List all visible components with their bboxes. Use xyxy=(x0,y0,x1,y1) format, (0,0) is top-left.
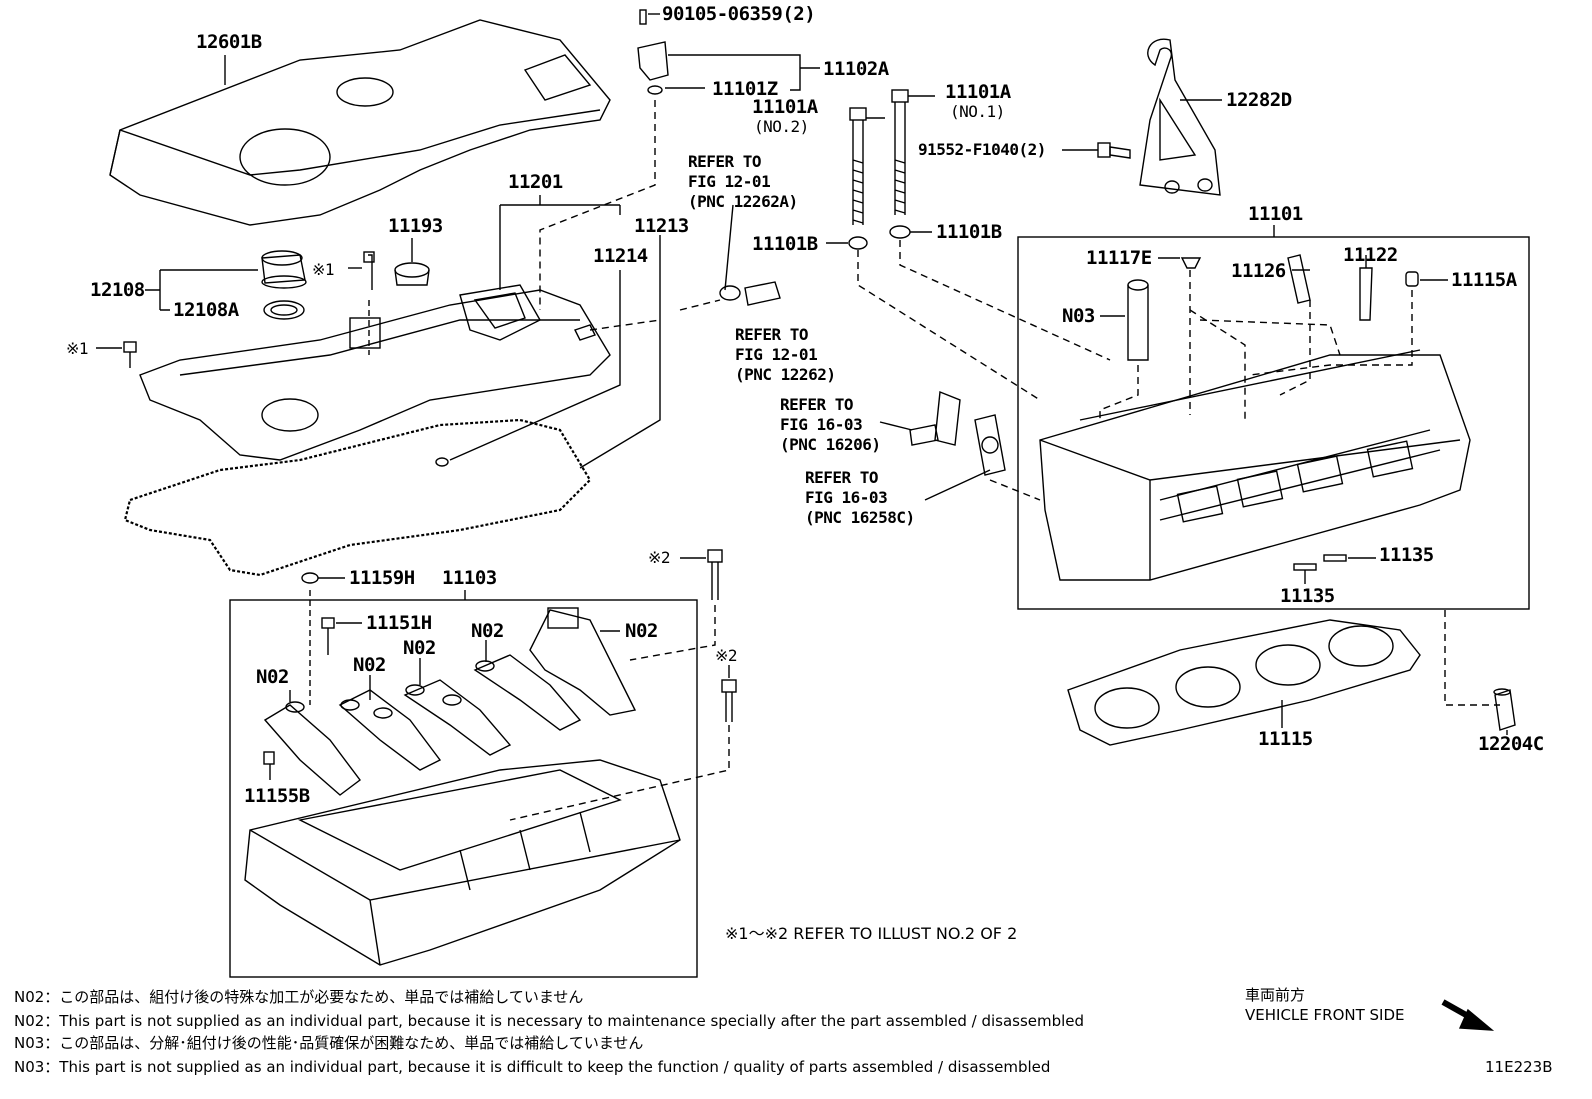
label-11101a-no1: 11101A xyxy=(945,81,1011,103)
plug-11193 xyxy=(394,262,430,286)
label-91552-f1040: 91552-F1040(2) xyxy=(918,140,1046,159)
bolt-mark2-a xyxy=(707,549,723,600)
label-11135-bottom: 11135 xyxy=(1280,585,1335,607)
label-n02-b: N02 xyxy=(353,654,386,676)
bolt-11101a-no1 xyxy=(889,89,911,239)
ref-16206-line3: (PNC 16206) xyxy=(780,435,881,454)
plug-12204c xyxy=(1493,688,1516,731)
cylinder-head-cover-11201 xyxy=(139,284,611,461)
label-11103: 11103 xyxy=(442,567,497,589)
label-11102a: 11102A xyxy=(823,58,889,80)
ref-12262-line2: FIG 12-01 xyxy=(735,345,818,364)
plug-11155b xyxy=(263,751,275,765)
footnote-n03-jp: N03：この部品は、分解･組付け後の性能･品質確保が困難なため、単品では補給して… xyxy=(14,1034,644,1052)
cylinder-head-gasket-11115 xyxy=(1067,619,1421,746)
figure-id: 11E223B xyxy=(1485,1058,1553,1076)
front-arrow-icon xyxy=(1441,999,1495,1031)
label-90105-06359: 90105-06359(2) xyxy=(662,3,816,25)
label-11101: 11101 xyxy=(1248,203,1303,225)
hose-ref xyxy=(719,204,781,306)
engine-hanger-12282d xyxy=(1139,38,1221,196)
bearing-cap-row xyxy=(263,607,637,796)
camshaft-housing-11103 xyxy=(244,759,681,966)
label-11115: 11115 xyxy=(1258,728,1313,750)
label-12204c: 12204C xyxy=(1478,733,1544,755)
pin-11135-a xyxy=(1293,563,1317,571)
pin-n03 xyxy=(1127,279,1149,361)
label-n02-a: N02 xyxy=(256,666,289,688)
label-11101a-no2: 11101A xyxy=(752,96,818,118)
label-11117e: 11117E xyxy=(1086,247,1152,269)
mark-1-left: ※1 xyxy=(66,339,89,358)
ref-12262a-line1: REFER TO xyxy=(688,152,762,171)
ref-16206-line1: REFER TO xyxy=(780,395,854,414)
pin-11115a xyxy=(1405,271,1419,287)
footnote-n02-en: N02：This part is not supplied as an indi… xyxy=(14,1012,1085,1030)
label-11101z: 11101Z xyxy=(712,78,778,100)
label-11151h: 11151H xyxy=(366,612,432,634)
guide-11122 xyxy=(1359,267,1373,321)
gasket-ref-16258c xyxy=(974,414,1006,476)
label-11155b: 11155B xyxy=(244,785,310,807)
ref-12262a: REFER TO FIG 12-01 (PNC 12262A) xyxy=(688,152,798,212)
front-side-jp: 車両前方 xyxy=(1245,986,1306,1004)
cylinder-head-11101 xyxy=(1039,349,1471,581)
pin-11135-b xyxy=(1323,554,1347,562)
label-11115a: 11115A xyxy=(1451,269,1517,291)
label-11135-right: 11135 xyxy=(1379,544,1434,566)
label-11101b-right: 11101B xyxy=(936,221,1002,243)
label-11159h: 11159H xyxy=(349,567,415,589)
o-ring-11159h xyxy=(301,572,319,584)
label-11122: 11122 xyxy=(1343,244,1398,266)
footnote-n02-jp: N02：この部品は、組付け後の特殊な加工が必要なため、単品では補給していません xyxy=(14,988,584,1006)
sensor-11102a xyxy=(637,9,669,95)
sensor-ref-16206 xyxy=(909,391,961,446)
ref-16258c-line1: REFER TO xyxy=(805,468,879,487)
label-11214: 11214 xyxy=(593,245,648,267)
plug-11117e xyxy=(1180,257,1202,269)
label-11101a-no1-sub: (NO.1) xyxy=(950,102,1005,121)
ref-16206: REFER TO FIG 16-03 (PNC 16206) xyxy=(780,395,881,455)
label-12108a: 12108A xyxy=(173,299,239,321)
label-11101a-no2-sub: (NO.2) xyxy=(754,117,809,136)
ref-16258c-line2: FIG 16-03 xyxy=(805,488,888,507)
mark-2-top: ※2 xyxy=(648,548,671,567)
label-11201: 11201 xyxy=(508,171,563,193)
label-12108: 12108 xyxy=(90,279,145,301)
bolt-mark2-b xyxy=(721,679,737,722)
label-n02-e: N02 xyxy=(625,620,658,642)
ref-16258c: REFER TO FIG 16-03 (PNC 16258C) xyxy=(805,468,915,528)
oil-filler-cap-12108 xyxy=(261,250,307,320)
ref-12262a-line2: FIG 12-01 xyxy=(688,172,771,191)
label-11193: 11193 xyxy=(388,215,443,237)
label-n02-d: N02 xyxy=(471,620,504,642)
label-n03: N03 xyxy=(1062,305,1095,327)
ref-16258c-line3: (PNC 16258C) xyxy=(805,508,915,527)
label-11213: 11213 xyxy=(634,215,689,237)
engine-cover-12601b xyxy=(109,19,611,226)
ref-16206-line2: FIG 16-03 xyxy=(780,415,863,434)
mark-1-top: ※1 xyxy=(312,260,335,279)
ref-12262-line1: REFER TO xyxy=(735,325,809,344)
bolt-91552 xyxy=(1097,142,1131,159)
front-side-en: VEHICLE FRONT SIDE xyxy=(1245,1006,1405,1024)
label-12601b: 12601B xyxy=(196,31,262,53)
pin-11126 xyxy=(1287,254,1311,304)
camshaft-housing-box xyxy=(229,599,698,978)
illust-note: ※1～※2 REFER TO ILLUST NO.2 OF 2 xyxy=(725,924,1018,943)
ref-12262a-line3: (PNC 12262A) xyxy=(688,192,798,211)
bolt-11151h xyxy=(321,617,335,655)
cylinder-head-box xyxy=(1017,236,1530,610)
label-12282d: 12282D xyxy=(1226,89,1292,111)
label-11126: 11126 xyxy=(1231,260,1286,282)
footnote-n03-en: N03：This part is not supplied as an indi… xyxy=(14,1058,1051,1076)
ref-12262: REFER TO FIG 12-01 (PNC 12262) xyxy=(735,325,836,385)
mark-2-side: ※2 xyxy=(715,646,738,665)
head-cover-gasket-11213 xyxy=(123,418,592,577)
bolt-11101a-no2 xyxy=(848,107,868,250)
ref-12262-line3: (PNC 12262) xyxy=(735,365,836,384)
label-n02-c: N02 xyxy=(403,637,436,659)
label-11101b-left: 11101B xyxy=(752,233,818,255)
